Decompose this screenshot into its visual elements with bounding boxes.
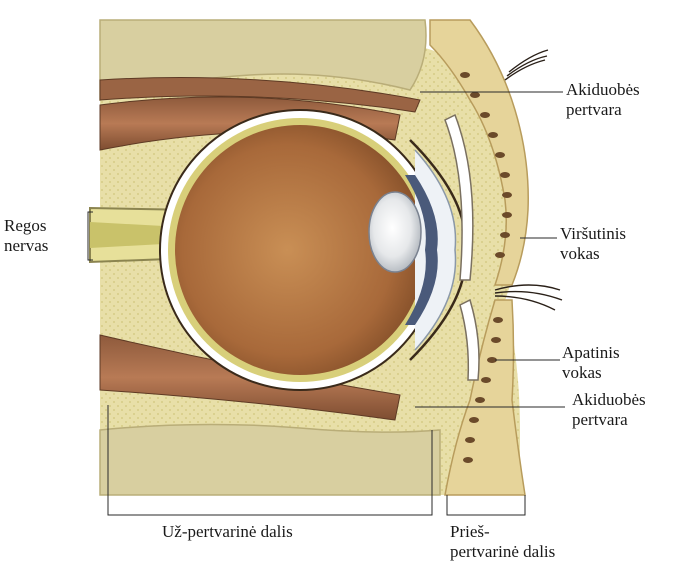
bracket-preseptal [447, 495, 525, 515]
label-optic-nerve: Regos nervas [4, 216, 48, 256]
label-orbital-septum-top: Akiduobės pertvara [566, 80, 640, 120]
lower-orbit-bone [100, 424, 440, 495]
label-lower-eyelid: Apatinis vokas [562, 343, 620, 383]
label-orbital-septum-bottom: Akiduobės pertvara [572, 390, 646, 430]
label-postseptal: Už-pertvarinė dalis [162, 522, 293, 542]
label-upper-eyelid: Viršutinis vokas [560, 224, 626, 264]
label-preseptal: Prieš- pertvarinė dalis [450, 522, 555, 562]
eyelashes-top [505, 50, 548, 80]
lens [369, 192, 421, 272]
